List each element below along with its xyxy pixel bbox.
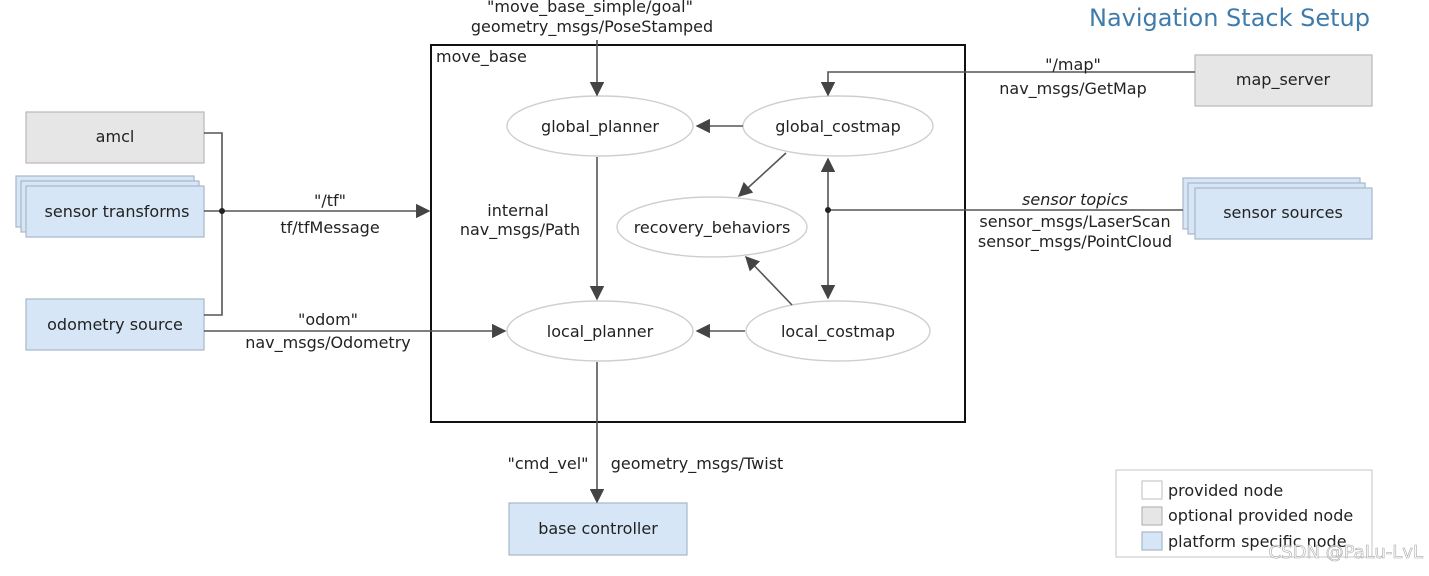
node-map-server-label: map_server bbox=[1236, 70, 1331, 90]
edge-sensor-topics-label: sensor topics bbox=[1022, 190, 1128, 209]
legend-swatch-platform bbox=[1141, 531, 1163, 551]
node-sensor-sources-label: sensor sources bbox=[1223, 203, 1343, 222]
node-odometry-source-label: odometry source bbox=[47, 315, 183, 334]
diagram-title: Navigation Stack Setup bbox=[1089, 4, 1370, 32]
watermark: CSDN @PaLu-LvL bbox=[1269, 542, 1423, 563]
edge-local-costmap-to-recovery bbox=[745, 255, 793, 306]
edge-path-type-label: nav_msgs/Path bbox=[460, 220, 580, 240]
edge-goal-type-label: geometry_msgs/PoseStamped bbox=[471, 17, 713, 37]
node-recovery-behaviors-label: recovery_behaviors bbox=[634, 218, 791, 238]
legend-platform-label: platform specific node bbox=[1168, 532, 1347, 551]
edge-global-costmap-to-recovery bbox=[737, 152, 787, 197]
node-local-costmap-label: local_costmap bbox=[781, 322, 895, 342]
edge-map-to-global-costmap bbox=[820, 71, 1195, 97]
node-global-costmap-label: global_costmap bbox=[775, 117, 901, 137]
node-amcl bbox=[25, 111, 205, 164]
edge-cmd-vel-label: "cmd_vel" bbox=[507, 454, 588, 474]
node-sensor-transforms-label: sensor transforms bbox=[45, 202, 190, 221]
edge-tf-topic-label: "/tf" bbox=[314, 191, 346, 210]
junction-tf-dot bbox=[219, 208, 225, 214]
move-base-frame bbox=[430, 44, 966, 423]
edge-odom-topic-label: "odom" bbox=[298, 310, 358, 329]
node-sensor-sources bbox=[1194, 187, 1373, 240]
legend-provided-label: provided node bbox=[1168, 481, 1283, 500]
legend-swatch-provided bbox=[1141, 480, 1163, 500]
node-global-planner-label: global_planner bbox=[541, 117, 659, 137]
node-amcl-label: amcl bbox=[96, 127, 135, 146]
edge-laser-type-label: sensor_msgs/LaserScan bbox=[979, 212, 1170, 232]
edge-tf-type-label: tf/tfMessage bbox=[280, 218, 379, 237]
node-sensor-transforms bbox=[25, 185, 205, 238]
node-local-planner-label: local_planner bbox=[547, 322, 654, 342]
edge-goal-topic-label: "move_base_simple/goal" bbox=[487, 0, 693, 17]
node-base-controller bbox=[508, 502, 688, 556]
legend-swatch-optional bbox=[1141, 506, 1163, 526]
node-odometry-source bbox=[25, 298, 205, 351]
edge-amcl-odometry-bus bbox=[204, 132, 223, 316]
junction-sensor-dot bbox=[825, 207, 831, 213]
node-local-costmap bbox=[745, 300, 931, 362]
node-recovery-behaviors bbox=[616, 196, 808, 258]
edge-twist-type-label: geometry_msgs/Twist bbox=[611, 454, 784, 474]
node-map-server bbox=[1194, 54, 1373, 107]
edge-pointcloud-type-label: sensor_msgs/PointCloud bbox=[978, 232, 1172, 252]
node-local-planner bbox=[506, 300, 694, 362]
legend-optional-label: optional provided node bbox=[1168, 506, 1353, 525]
node-base-controller-label: base controller bbox=[538, 519, 658, 538]
edge-odom-type-label: nav_msgs/Odometry bbox=[245, 333, 411, 353]
move-base-label: move_base bbox=[436, 47, 527, 67]
edge-map-type-label: nav_msgs/GetMap bbox=[999, 79, 1147, 99]
edge-internal-label: internal bbox=[487, 201, 548, 220]
edge-map-topic-label: "/map" bbox=[1045, 55, 1101, 74]
